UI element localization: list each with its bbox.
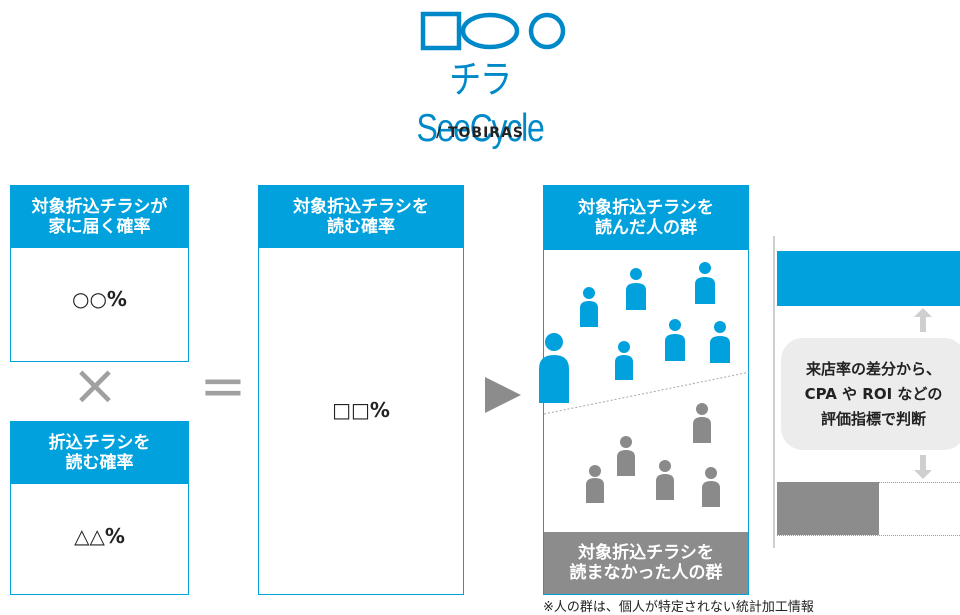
arrow-down-icon [914,455,932,479]
deliver-value-unit: % [106,287,127,311]
group-divider-line [544,371,750,415]
deliver-probability-value: ○○% [11,287,188,311]
logo-square-shape [420,11,462,51]
read-group-visit-bar [777,251,960,306]
equals-operator: = [199,354,247,419]
comparison-axis [773,236,775,548]
person-icon [702,467,720,507]
read-probability-value: △△% [11,524,188,548]
deliver-probability-title: 対象折込チラシが 家に届く確率 [11,186,188,248]
arrow-up-icon [914,308,932,332]
person-icon [665,319,685,361]
judgement-bubble: 来店率の差分から、 CPA や ROI などの 評価指標で判断 [781,338,960,450]
person-icon [580,287,598,327]
brand-name: チラSeeCycle [416,59,544,150]
person-icon [586,465,604,503]
baseline-dotted-line [777,535,960,536]
not-read-group-title: 対象折込チラシを 読まなかった人の群 [544,532,748,594]
not-read-group-visit-bar [777,482,879,535]
person-icon [626,268,646,310]
target-value-unit: % [369,398,390,422]
logo-ellipse-shape [460,12,520,50]
target-value-symbol: □□ [332,398,370,422]
deliver-probability-box: 対象折込チラシが 家に届く確率 ○○% [10,185,189,362]
read-group-title: 対象折込チラシを 読んだ人の群 [544,186,748,250]
read-value-symbol: △△ [74,524,105,548]
logo-mark [420,11,566,51]
target-read-probability-value: □□% [259,398,463,422]
person-icon [615,341,633,380]
target-read-probability-title: 対象折込チラシを 読む確率 [259,186,463,248]
read-value-unit: % [104,524,125,548]
person-icon [539,333,569,403]
read-probability-box: 折込チラシを 読む確率 △△% [10,421,189,595]
person-icon [710,321,730,363]
play-arrow-icon [485,377,521,413]
footnote: ※人の群は、個人が特定されない統計加工情報 [543,600,814,615]
person-icon [617,436,635,476]
person-icon [656,460,674,500]
deliver-value-symbol: ○○ [72,287,107,311]
sub-brand: / TOBIRAS [435,125,525,141]
target-read-probability-box: 対象折込チラシを 読む確率 □□% [258,185,464,595]
read-probability-title: 折込チラシを 読む確率 [11,422,188,484]
reader-groups-box: 対象折込チラシを 読んだ人の群 対象折込チラシを 読まなかった人の群 [543,185,750,595]
person-icon [695,262,715,304]
person-icon [693,403,711,443]
logo-circle-shape [528,12,566,50]
multiply-operator: × [71,353,119,418]
